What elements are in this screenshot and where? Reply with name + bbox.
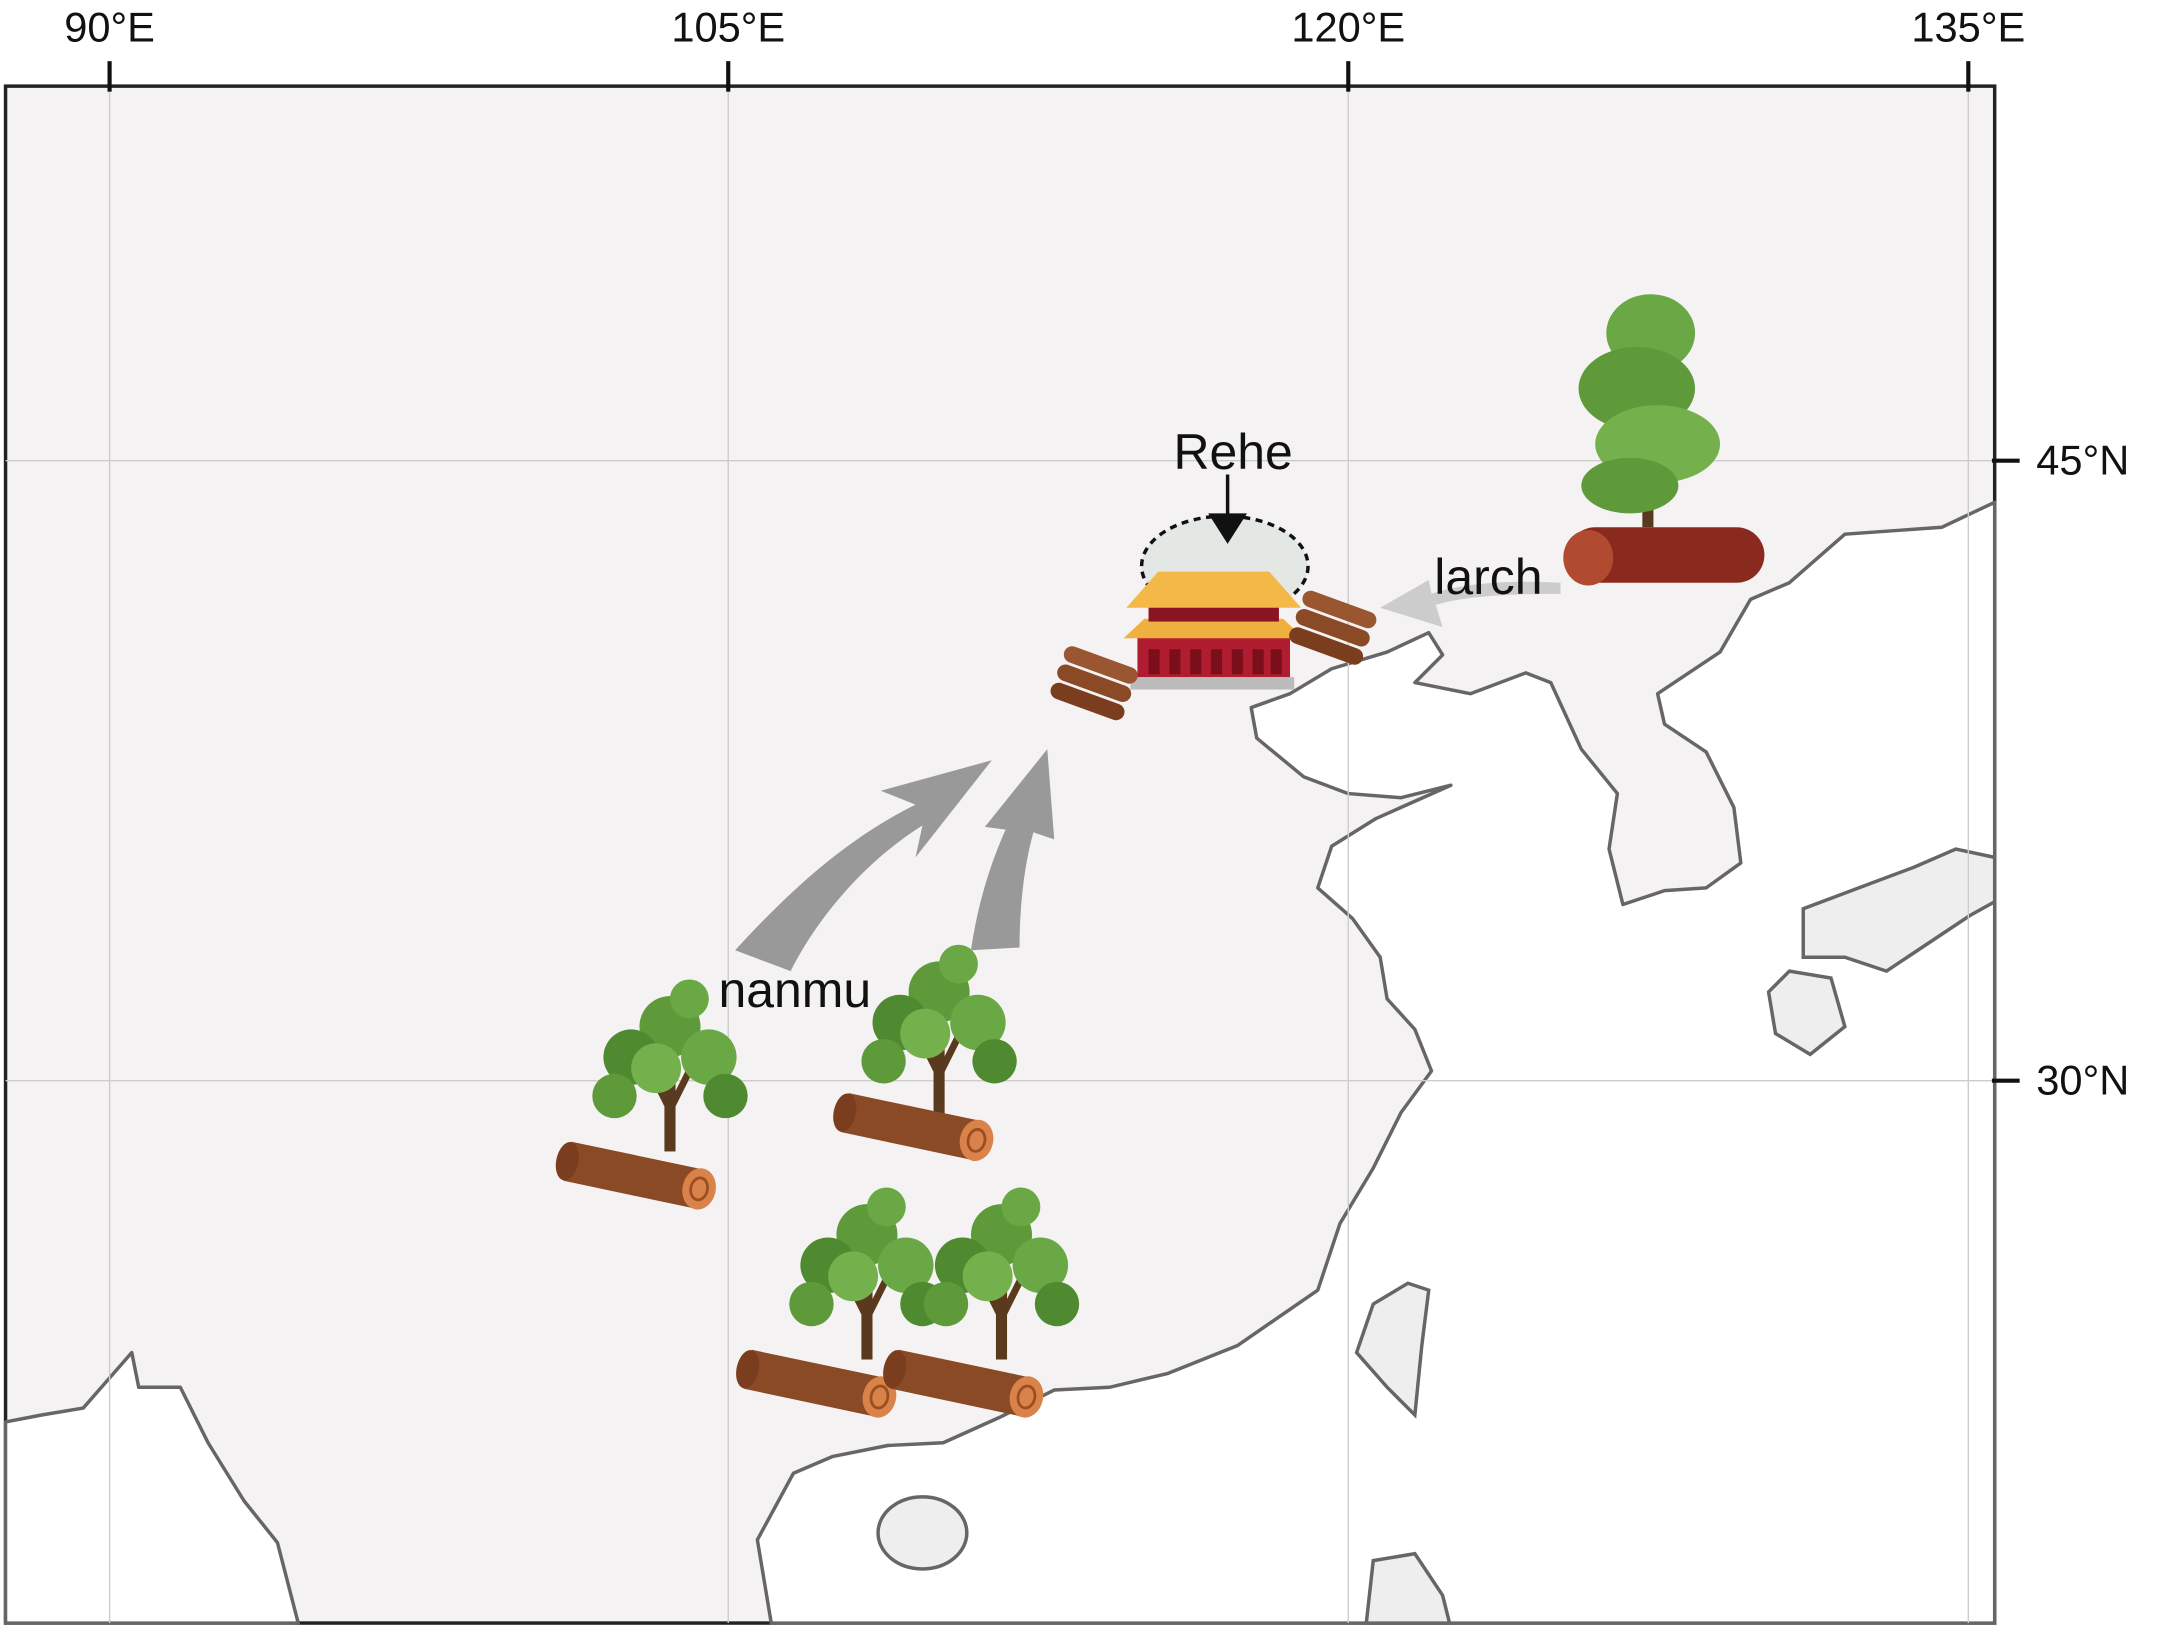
lon-label-135: 135°E [1911,4,2025,51]
lat-label-45: 45°N [2036,437,2129,484]
taiwan-island [1354,1281,1431,1419]
palace-icon [1123,571,1304,690]
axis-ticks [107,61,2020,1083]
nanmu-arrow-small [970,749,1055,951]
japan-islands [1766,847,1997,1057]
nanmu-label: nanmu [718,962,871,1018]
hainan-island [876,1495,969,1571]
nanmu-arrow-large [735,760,992,972]
larch-label: larch [1434,549,1542,605]
larch-arrow [1380,579,1561,628]
lon-label-90: 90°E [64,4,155,51]
larch-tree-icon [1578,294,1721,528]
lon-label-120: 120°E [1291,4,1405,51]
rehe-label: Rehe [1173,424,1292,480]
lat-label-30: 30°N [2036,1057,2129,1104]
lon-label-105: 105°E [671,4,785,51]
sea-east [755,500,1997,1625]
luzon-island [1364,1551,1452,1625]
rehe-pointer-arrowhead [1208,513,1248,544]
larch-log-icon [1563,527,1765,586]
sea-southwest [3,1350,300,1625]
